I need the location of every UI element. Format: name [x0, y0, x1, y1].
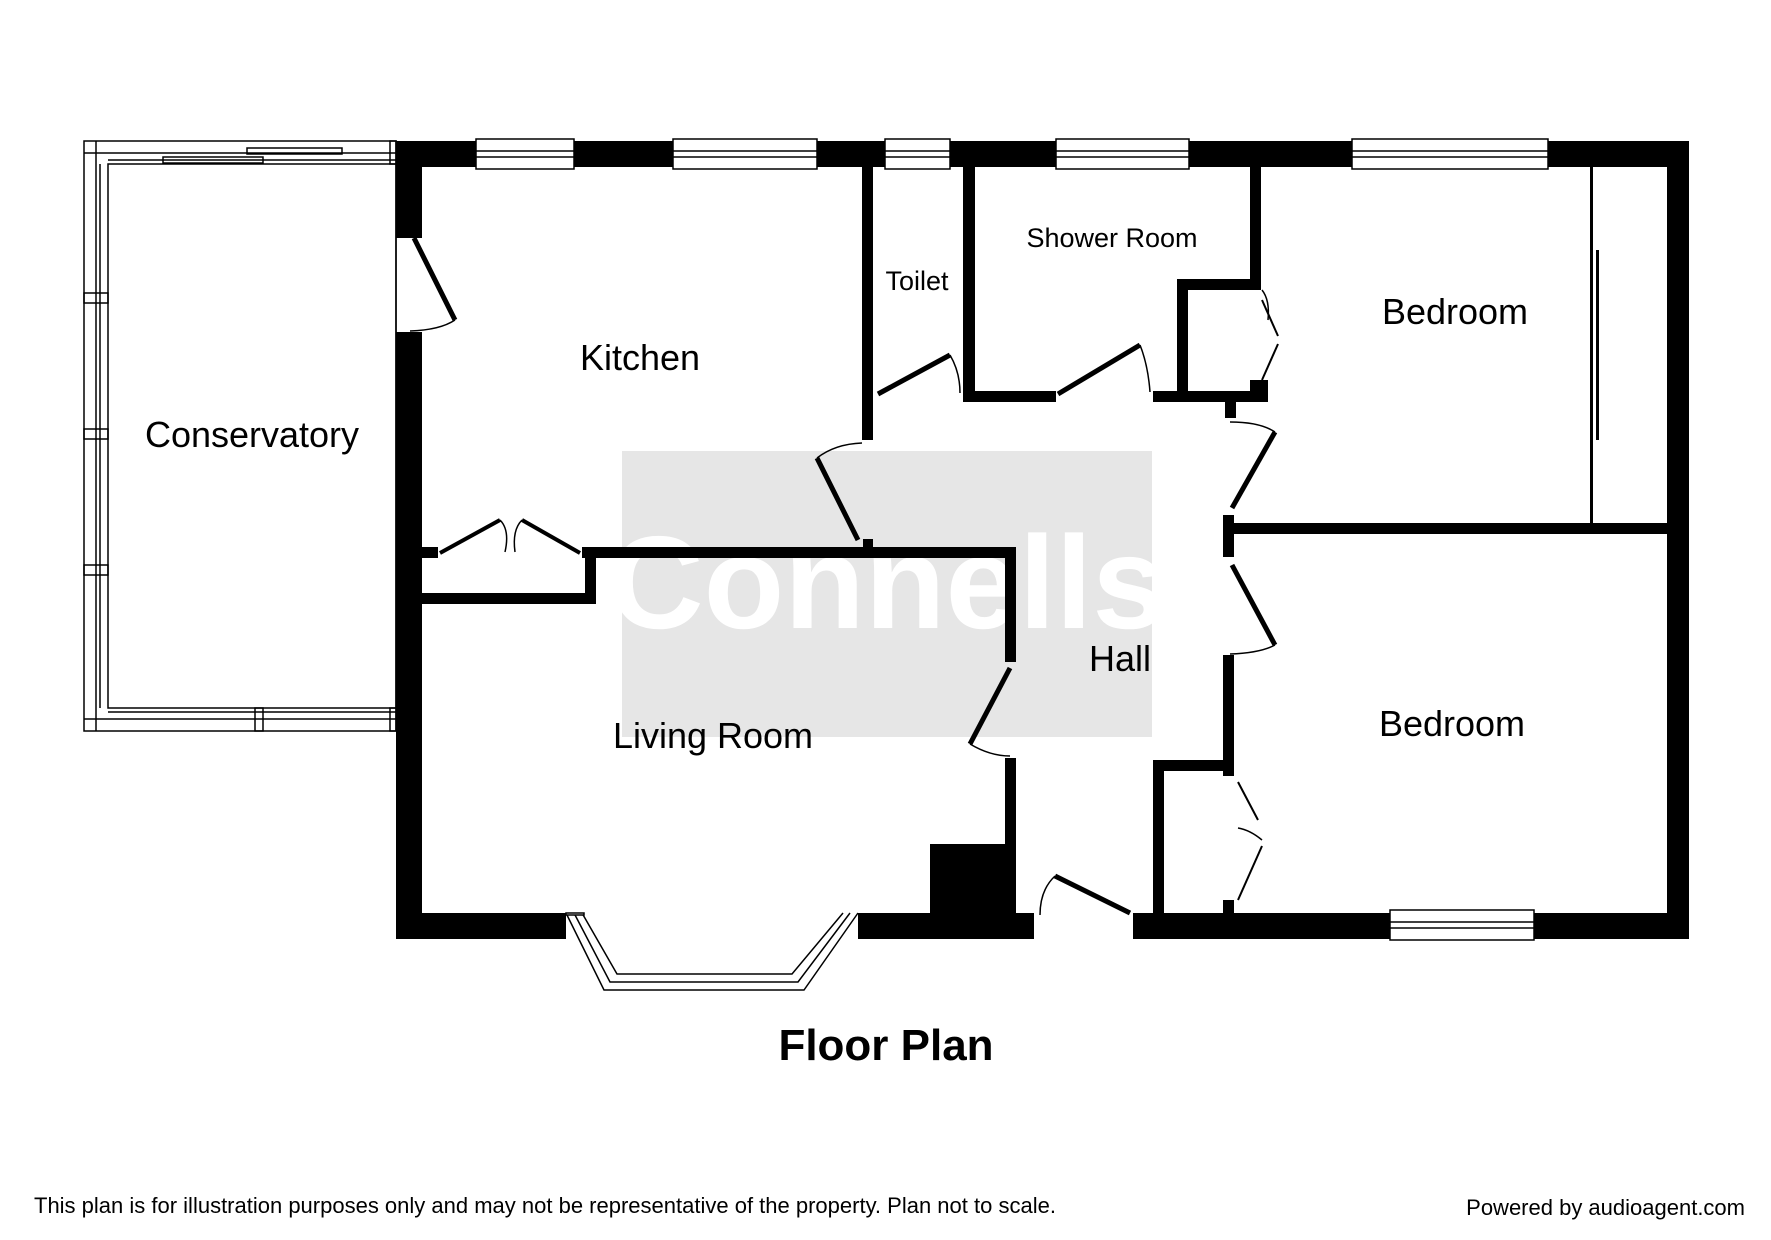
plan-title: Floor Plan — [778, 1021, 993, 1070]
watermark: Connells — [608, 451, 1166, 737]
room-label-hall: Hall — [1089, 638, 1151, 679]
room-label-living-room: Living Room — [613, 715, 813, 756]
room-label-bedroom-1: Bedroom — [1382, 291, 1528, 332]
room-label-toilet: Toilet — [885, 266, 949, 296]
bay-window — [565, 912, 859, 991]
doors — [409, 236, 1279, 916]
room-label-conservatory: Conservatory — [145, 414, 359, 455]
powered-by-text: Powered by audioagent.com — [1466, 1195, 1745, 1220]
room-label-shower-room: Shower Room — [1026, 223, 1197, 253]
watermark-text: Connells — [608, 509, 1165, 656]
watermark-box — [622, 451, 1152, 737]
room-label-kitchen: Kitchen — [580, 337, 700, 378]
room-label-bedroom-2: Bedroom — [1379, 703, 1525, 744]
conservatory-glazing — [83, 140, 397, 732]
windows — [475, 138, 1549, 941]
disclaimer-text: This plan is for illustration purposes o… — [34, 1193, 1056, 1218]
